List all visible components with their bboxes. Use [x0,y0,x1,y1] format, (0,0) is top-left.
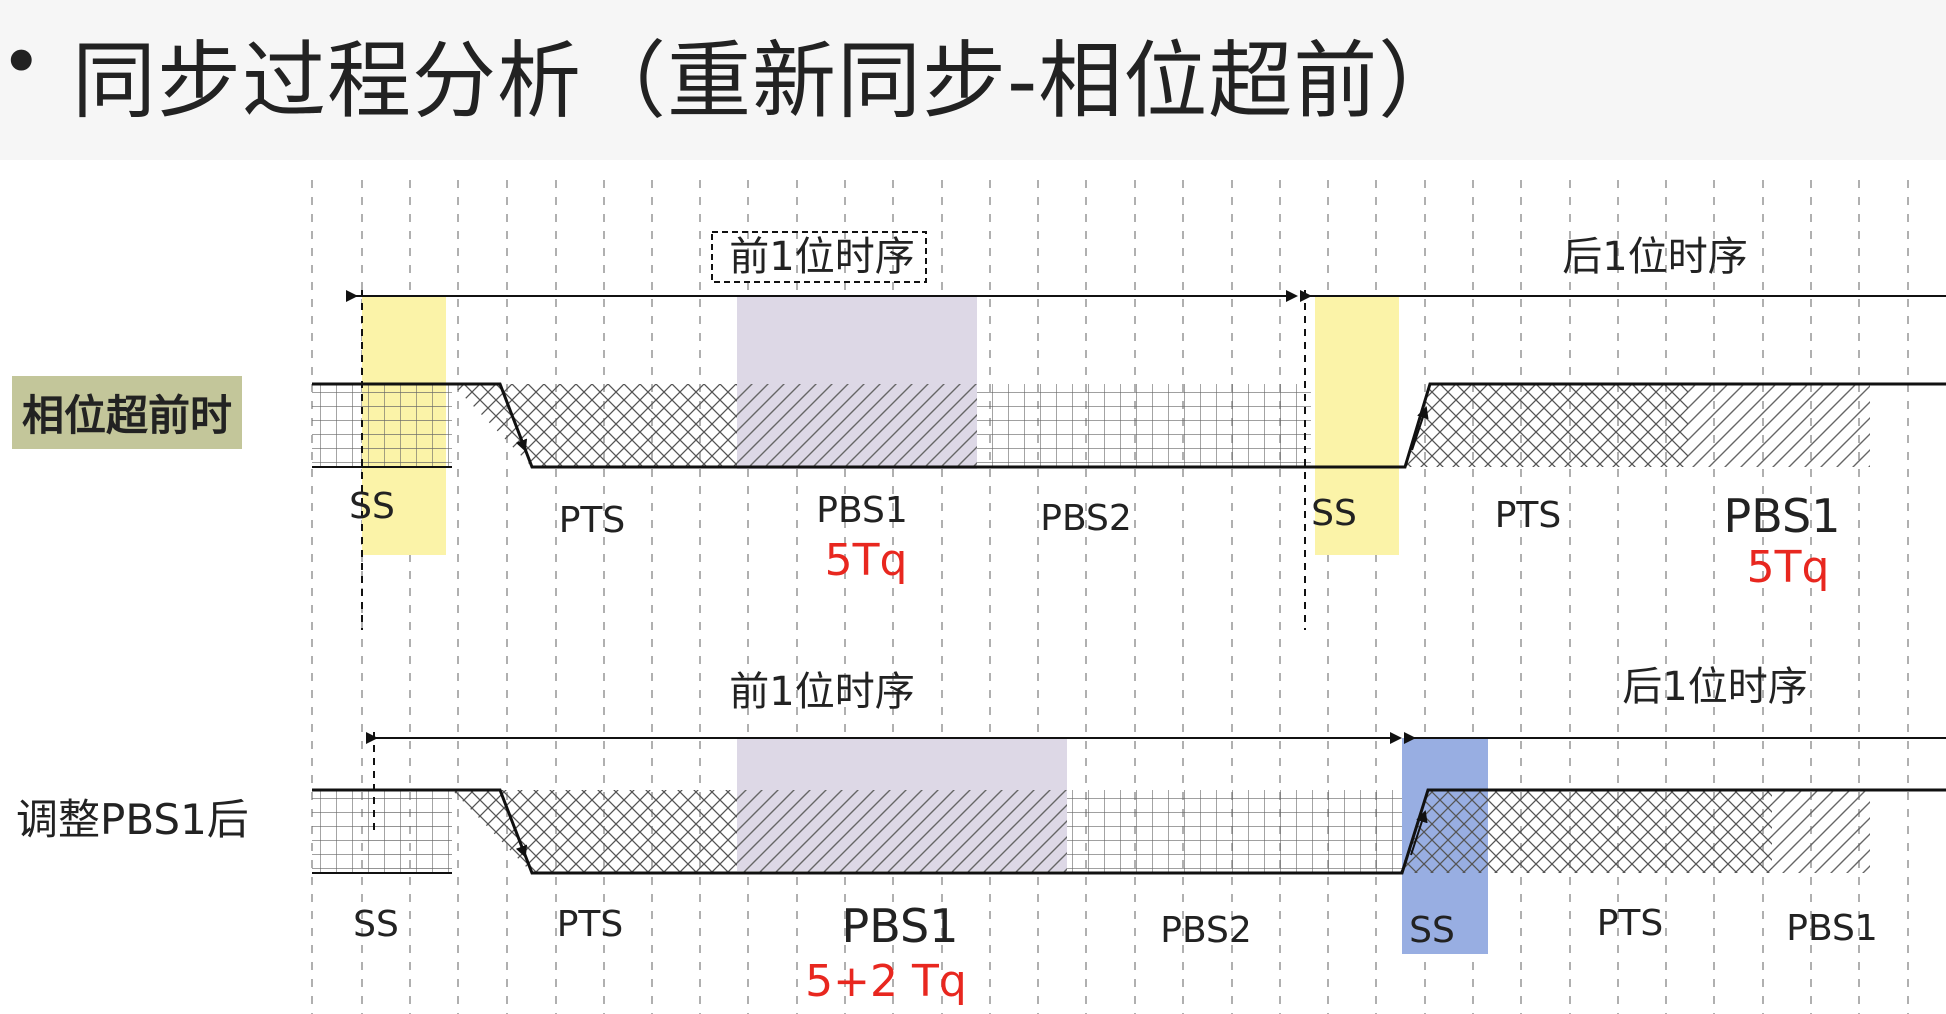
row-label-phase-lead: 相位超前时 [12,376,243,449]
row2-pbs1-hatch [737,790,1067,873]
row2-seg-pts2: PTS [1597,903,1664,944]
row2-prev-bit-label: 前1位时序 [729,669,914,715]
row2-next-pts-hatch [1400,790,1772,873]
row1-seg-pbs2: PBS2 [1040,498,1132,539]
row1-seg-pts: PTS [559,500,626,541]
row1-edge-arrow [499,383,528,452]
row1-prev-bit-box [711,231,927,283]
row1-pbs1-hatch [737,384,977,467]
tq-grid-lines [311,180,1909,1014]
row1-pbs2-hatch [977,384,1311,467]
row1-ss2-highlight [1315,297,1399,555]
row1-next-pbs1-hatch [1688,384,1870,467]
row2-seg-pbs1: PBS1 [842,899,959,953]
row2-timing: 前1位时序 后1位时序 SS PTS PBS1 5+2 Tq PBS2 SS P… [312,664,1946,1007]
row1-seg-ss: SS [349,486,395,527]
row2-seg-ss2: SS [1409,910,1455,951]
title-bullet: • [0,20,43,104]
row2-pbs1-note: 5+2 Tq [805,956,967,1007]
row2-edge-arrow-2 [1410,810,1428,856]
row2-ss-hatch [362,790,452,873]
row2-signal-top [312,788,1946,875]
row1-seg-pbs1: PBS1 [816,490,908,531]
row2-seg-ss: SS [353,904,399,945]
row1-pbs1-note-2: 5Tq [1747,542,1830,593]
row2-next-pbs1-hatch [1772,790,1870,873]
row2-pbs2-hatch [1067,790,1402,873]
slide-title-bar: • 同步过程分析（重新同步-相位超前） [0,0,1946,160]
row1-next-bit-label: 后1位时序 [1562,234,1747,280]
row1-signal-top [312,382,1946,469]
slide-title: 同步过程分析（重新同步-相位超前） [72,32,1464,130]
row1-ss-hatch [362,384,446,467]
row1-timing: 前1位时序 后1位时序 SS PTS PBS1 5Tq PBS2 SS PTS … [312,231,1946,630]
row1-pbs1-note: 5Tq [825,535,908,586]
row2-seg-pts: PTS [557,904,624,945]
row-label-after-adjust: 调整PBS1后 [16,795,249,844]
row1-seg-ss2: SS [1311,493,1357,534]
row1-edge-arrow-2 [1411,406,1429,451]
row1-seg-pts2: PTS [1495,495,1562,536]
row1-pts-hatch [452,384,737,467]
row2-edge-arrow [499,789,528,858]
row2-seg-pbs1-2: PBS1 [1786,908,1878,949]
row2-next-bit-label: 后1位时序 [1622,664,1807,710]
row2-seg-pbs2: PBS2 [1160,910,1252,951]
row1-seg-pbs1-2: PBS1 [1724,489,1841,543]
timing-diagram: 前1位时序 后1位时序 SS PTS PBS1 5Tq PBS2 SS PTS … [311,180,1946,1014]
row1-prev-bit-label: 前1位时序 [729,234,914,280]
row1-next-pts-hatch [1405,384,1688,467]
row2-pts-hatch [452,790,737,873]
